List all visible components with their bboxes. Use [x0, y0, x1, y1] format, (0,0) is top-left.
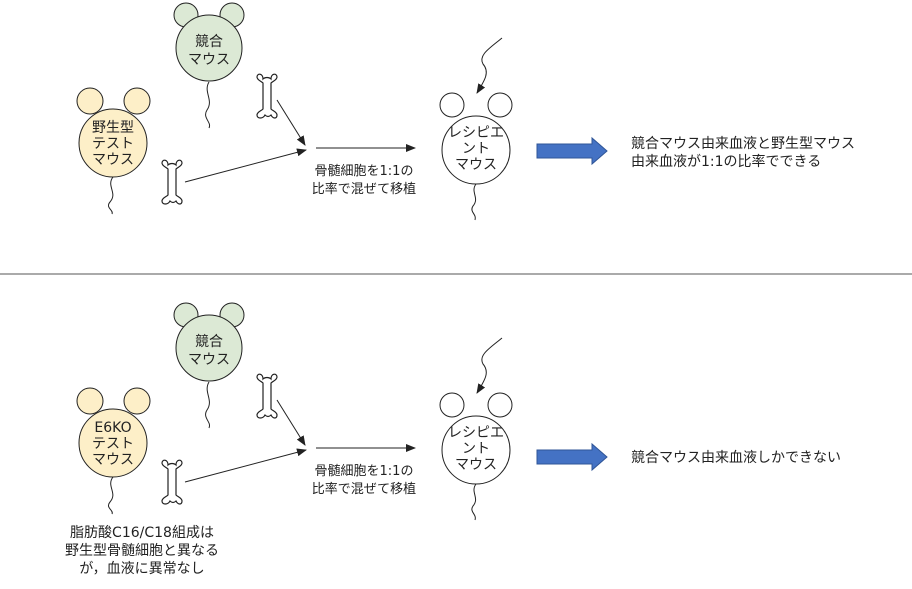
recipient-label: レシピエ: [448, 125, 504, 141]
recipient-label: ント: [462, 441, 490, 457]
result-arrow: [536, 442, 608, 472]
bone-icon: [256, 373, 278, 419]
recipient-mouse: レシピエ ント マウス: [439, 37, 513, 221]
arrow: [276, 399, 306, 446]
result-arrow: [536, 136, 608, 166]
bone-icon: [161, 159, 183, 205]
mouse-tail: [471, 483, 477, 521]
panel-wild-type: 競合 マウス 野生型 テスト マウス 骨髄細胞を1:1の 比率で混ぜて移植 レシ…: [76, 2, 855, 221]
panel-e6ko: 競合 マウス E6KO テスト マウス 骨髄細胞を1:1の 比率で混ぜて移植 レ…: [65, 302, 841, 577]
irradiation-arrow: [476, 337, 503, 394]
arrow: [184, 148, 307, 183]
mouse-tail: [107, 176, 114, 215]
irradiation-arrow: [476, 37, 503, 94]
test-mouse-label: マウス: [92, 452, 134, 468]
recipient-label: マウス: [455, 457, 497, 473]
competitor-label: マウス: [188, 52, 230, 68]
arrow: [184, 448, 307, 483]
transplant-label: 比率で混ぜて移植: [312, 181, 416, 197]
mouse-tail: [205, 381, 211, 429]
mouse-tail: [471, 183, 477, 221]
competitor-label: 競合: [195, 334, 223, 350]
competitor-label: 競合: [195, 34, 223, 50]
recipient-mouse: レシピエ ント マウス: [439, 337, 513, 521]
competitor-mouse: 競合 マウス: [173, 302, 245, 429]
test-mouse-label: 野生型: [92, 120, 134, 136]
note-text: 脂肪酸C16/C18組成は: [70, 525, 214, 541]
recipient-label: レシピエ: [448, 425, 504, 441]
wild-type-test-mouse: 野生型 テスト マウス: [76, 87, 151, 215]
result-text: 競合マウス由来血液しかできない: [631, 450, 841, 466]
result-text: 競合マウス由来血液と野生型マウス: [631, 136, 855, 152]
recipient-label: ント: [462, 141, 490, 157]
test-mouse-label: テスト: [92, 136, 134, 152]
note-text: 野生型骨髄細胞と異なる: [65, 543, 219, 559]
bone-icon: [256, 73, 278, 119]
recipient-label: マウス: [455, 157, 497, 173]
mouse-tail: [205, 81, 211, 129]
test-mouse-label: E6KO: [94, 420, 131, 436]
competitor-mouse: 競合 マウス: [173, 2, 245, 129]
bone-icon: [161, 459, 183, 505]
note-text: が，血液に異常なし: [79, 561, 204, 577]
e6ko-test-mouse: E6KO テスト マウス: [76, 387, 151, 515]
mouse-tail: [107, 476, 114, 515]
test-mouse-label: テスト: [92, 436, 134, 452]
test-mouse-label: マウス: [92, 152, 134, 168]
competitor-label: マウス: [188, 352, 230, 368]
transplant-label: 骨髄細胞を1:1の: [315, 464, 414, 479]
transplant-label: 骨髄細胞を1:1の: [315, 164, 414, 179]
transplant-label: 比率で混ぜて移植: [312, 481, 416, 497]
arrow: [276, 99, 306, 146]
result-text: 由来血液が1:1の比率でできる: [631, 153, 821, 170]
